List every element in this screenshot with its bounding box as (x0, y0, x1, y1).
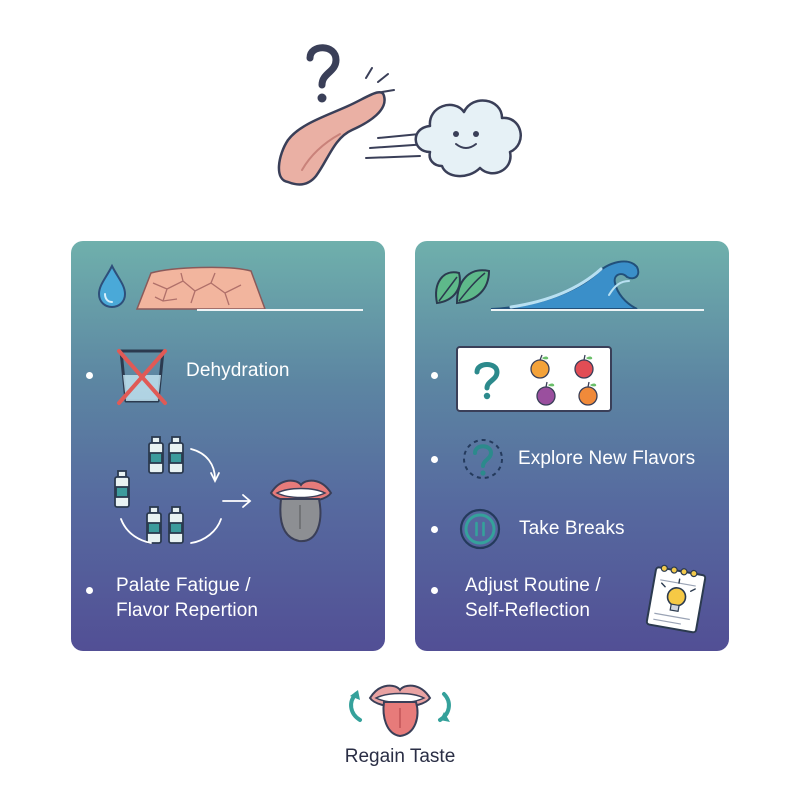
take-breaks-label: Take Breaks (519, 516, 625, 541)
bottle (146, 506, 162, 544)
question-mark-icon (474, 362, 500, 400)
tongue-icon (277, 67, 395, 186)
label-line: Self-Reflection (465, 600, 591, 621)
bottle (168, 436, 184, 474)
bullet (431, 456, 438, 463)
mouth-tongue-icon (269, 479, 333, 543)
left-panel: Dehydration Palate Fatigue / Flavor Repe… (71, 241, 385, 651)
cracked-earth-icon (135, 266, 267, 310)
fruit-icons (530, 354, 598, 406)
regain-taste-caption: Regain Taste (344, 746, 456, 767)
orange-fruit-icon (530, 354, 550, 379)
cloud-face-icon (414, 99, 522, 178)
pause-icon (459, 508, 501, 550)
adjust-routine-label: Adjust Routine / Self-Reflection (465, 573, 601, 623)
header-divider (491, 309, 704, 311)
label-line: Take Breaks (519, 518, 625, 539)
bottles-cycle-icon (114, 436, 252, 544)
label-line: Flavor Repertion (116, 600, 259, 621)
plum-fruit-icon (536, 381, 556, 406)
bullet (86, 372, 93, 379)
label-line: Dehydration (186, 360, 290, 381)
bullet (431, 526, 438, 533)
bottle (148, 436, 164, 474)
top-illustration (277, 44, 522, 186)
header-divider (197, 309, 363, 311)
right-panel: Explore New Flavors Take Breaks Adjust R… (415, 241, 729, 651)
bullet (86, 587, 93, 594)
wave-icon (490, 260, 640, 310)
label-line: Explore New Flavors (518, 448, 696, 469)
notepad-lightbulb-icon (645, 564, 707, 634)
bullet (431, 372, 438, 379)
dashed-question-icon (463, 439, 503, 479)
water-drop-icon (97, 263, 127, 309)
dehydration-label: Dehydration (186, 358, 290, 383)
bottle (168, 506, 184, 544)
cycle-arrows-icon (349, 684, 451, 738)
question-mark-icon (306, 44, 340, 103)
bottle (114, 470, 130, 508)
crossed-glass-icon (117, 349, 167, 405)
explore-new-flavors-label: Explore New Flavors (518, 446, 695, 471)
palate-fatigue-label: Palate Fatigue / Flavor Repertion (116, 573, 258, 623)
leaf-icon (435, 269, 491, 305)
bullet (431, 587, 438, 594)
label-line: Adjust Routine / (465, 575, 601, 596)
apple-fruit-icon (574, 354, 594, 379)
flavor-card (456, 346, 612, 412)
mouth-tongue-icon (368, 684, 432, 738)
label-line: Palate Fatigue / (116, 575, 251, 596)
peach-fruit-icon (578, 381, 598, 406)
